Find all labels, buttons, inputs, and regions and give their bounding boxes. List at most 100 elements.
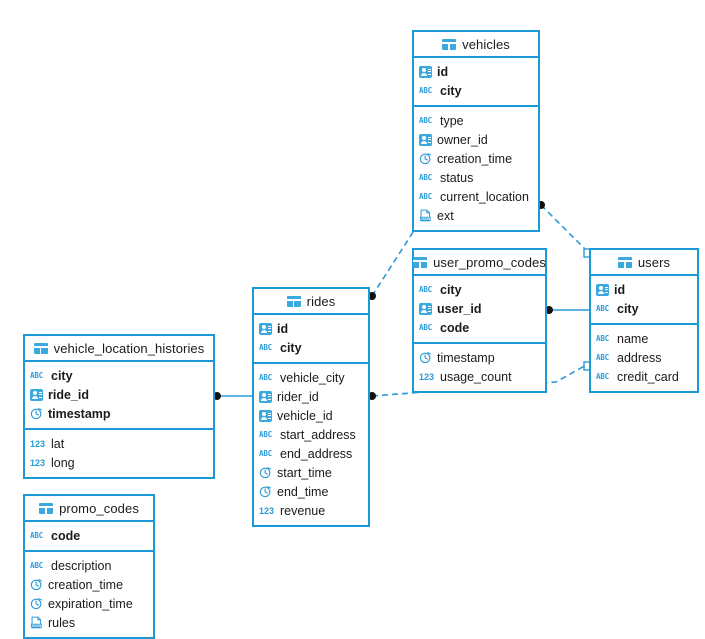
column-name: user_id [437,301,482,316]
column-name: status [440,170,474,185]
relationship-user_promo_codes-to-users[interactable] [545,306,589,314]
column-row[interactable]: id [254,319,368,338]
abc-icon: ABC [596,303,609,313]
id-card-icon [419,65,432,78]
column-row[interactable]: end_time [254,482,368,501]
table-grid-icon [442,38,457,50]
column-row[interactable]: timestamp [25,404,213,423]
table-title: vehicle_location_histories [53,340,205,356]
column-name: start_address [280,427,356,442]
column-name: lat [51,436,65,451]
column-name: credit_card [617,369,679,384]
table-title: user_promo_codes [433,254,546,270]
clock-icon [30,578,43,591]
column-row[interactable]: user_id [414,299,545,318]
relationship-vehicle_location_histories-to-rides[interactable] [213,392,252,400]
column-row[interactable]: owner_id [414,130,538,149]
column-row[interactable]: creation_time [25,575,153,594]
clock-icon [30,407,43,420]
abc-icon: ABC [259,342,272,352]
abc-icon: ABC [259,429,272,439]
abc-icon: ABC [419,115,432,125]
table-header-rides[interactable]: rides [254,289,368,315]
column-name: rider_id [277,389,319,404]
column-row[interactable]: rider_id [254,387,368,406]
123-icon: 123 [30,438,46,449]
table-header-vehicle_location_histories[interactable]: vehicle_location_histories [25,336,213,362]
column-row[interactable]: timestamp [414,348,545,367]
column-row[interactable]: id [591,280,697,299]
id-card-icon [259,390,272,403]
table-header-user_promo_codes[interactable]: user_promo_codes [413,250,546,276]
column-name: city [440,83,462,98]
table-header-vehicles[interactable]: vehicles [414,32,538,58]
column-name: end_time [277,484,329,499]
column-name: owner_id [437,132,488,147]
column-name: vehicle_id [277,408,333,423]
column-row[interactable]: id [414,62,538,81]
column-name: ext [437,208,454,223]
column-row[interactable]: 123 lat [25,434,213,453]
column-name: id [437,64,449,79]
column-row[interactable]: ABC city [254,338,368,357]
table-grid-icon [286,295,301,307]
abc-icon: ABC [30,560,43,570]
column-row[interactable]: ABC city [591,299,697,318]
column-row[interactable]: vehicle_id [254,406,368,425]
table-header-promo_codes[interactable]: promo_codes [25,496,153,522]
123-icon: 123 [30,457,46,468]
column-name: start_time [277,465,332,480]
column-name: city [280,340,302,355]
column-name: code [440,320,470,335]
id-card-icon [259,409,272,422]
column-row[interactable]: ride_id [25,385,213,404]
table-grid-icon [39,502,54,514]
column-name: usage_count [440,369,512,384]
column-row[interactable]: expiration_time [25,594,153,613]
column-name: timestamp [48,406,111,421]
column-name: city [617,301,639,316]
column-name: code [51,528,81,543]
id-card-icon [419,133,432,146]
column-row[interactable]: ABC start_address [254,425,368,444]
table-header-users[interactable]: users [591,250,697,276]
column-row[interactable]: start_time [254,463,368,482]
column-name: ride_id [48,387,89,402]
column-row[interactable]: creation_time [414,149,538,168]
column-name: id [277,321,289,336]
